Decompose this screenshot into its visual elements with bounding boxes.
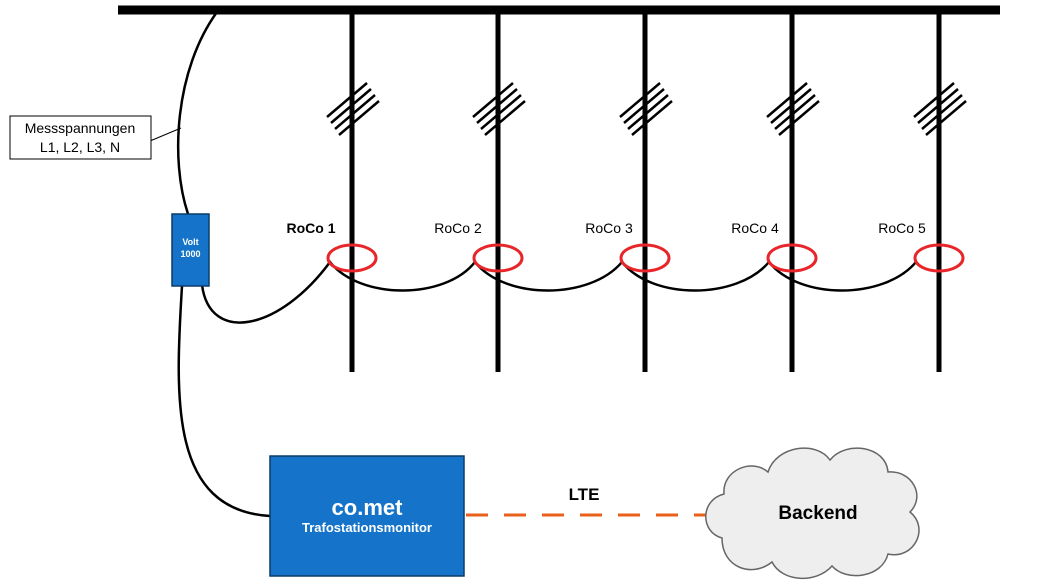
callout-line-2: L1, L2, L3, N xyxy=(40,139,120,155)
sensor-label-4: RoCo 4 xyxy=(731,220,779,236)
cloud-shape xyxy=(705,447,920,580)
sensor-rings xyxy=(326,243,965,273)
hatch-mark-5 xyxy=(913,82,967,136)
sensor-ring-2 xyxy=(472,243,524,273)
sensor-label-2: RoCo 2 xyxy=(434,220,482,236)
volt-device-label-2: 1000 xyxy=(180,249,200,259)
hatch-marks xyxy=(326,82,967,136)
measurement-cable xyxy=(176,11,219,215)
hatch-mark-1 xyxy=(326,82,380,136)
monitor-title: co.met xyxy=(332,495,404,520)
sensor-chain-cable xyxy=(200,259,917,324)
sensor-ring-1 xyxy=(326,243,378,273)
sensor-label-5: RoCo 5 xyxy=(878,220,926,236)
sensor-ring-5 xyxy=(913,243,965,273)
volt-1000-device: Volt 1000 xyxy=(171,213,210,287)
comet-monitor-device: co.met Trafostationsmonitor xyxy=(269,455,465,577)
sensor-ring-4 xyxy=(766,243,818,273)
feeder-lines xyxy=(349,10,942,372)
hatch-mark-2 xyxy=(472,82,526,136)
backend-label: Backend xyxy=(778,503,857,524)
hatch-mark-4 xyxy=(766,82,820,136)
volt-device-label-1: Volt xyxy=(182,237,198,247)
sensor-label-3: RoCo 3 xyxy=(585,220,633,236)
measurement-voltages-callout: Messspannungen L1, L2, L3, N xyxy=(9,115,152,160)
backend-cloud: Backend xyxy=(705,447,920,580)
monitor-cable xyxy=(177,285,271,518)
callout-line-1: Messspannungen xyxy=(25,120,136,136)
hatch-mark-3 xyxy=(619,82,673,136)
monitor-subtitle: Trafostationsmonitor xyxy=(302,520,432,535)
lte-label: LTE xyxy=(569,485,600,504)
callout-leader xyxy=(149,127,182,142)
sensor-label-1: RoCo 1 xyxy=(287,220,336,236)
sensor-ring-3 xyxy=(619,243,671,273)
